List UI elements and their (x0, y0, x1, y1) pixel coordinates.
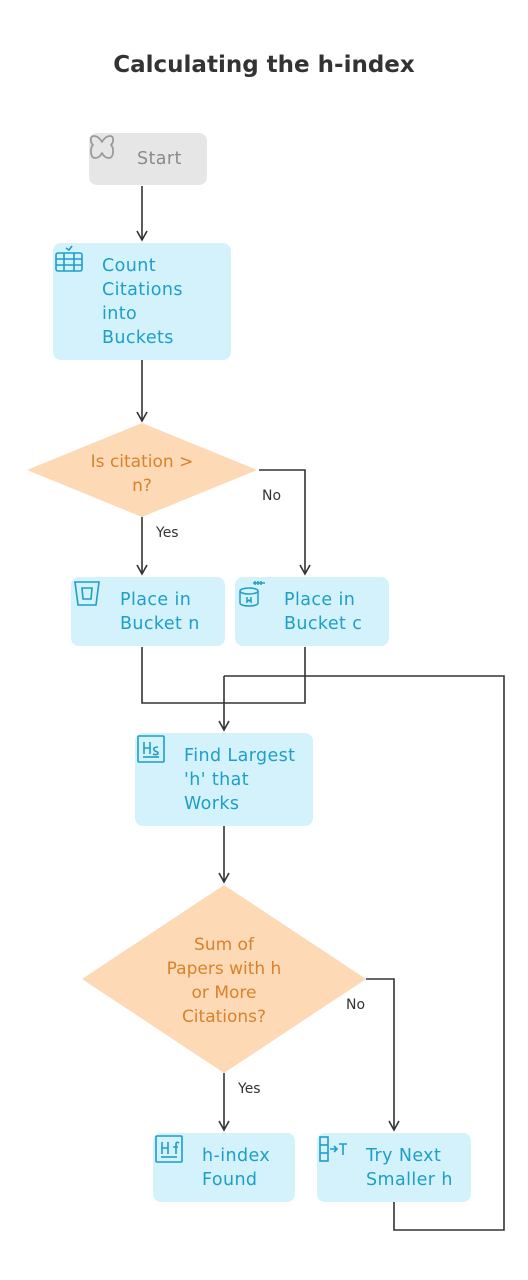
start-label: Start (137, 149, 182, 169)
try-next-node: Try Next Smaller h (317, 1133, 471, 1202)
decision-citation-label: Is citation > n? (90, 452, 194, 496)
bucket-n-node: Place in Bucket n (71, 577, 225, 646)
edge-label-no-2: No (346, 997, 366, 1013)
find-h-node: Find Largest 'h' that Works (135, 733, 313, 826)
decision-sum-shape (82, 885, 366, 1073)
edge-label-yes-1: Yes (156, 525, 179, 541)
edge-loop-back (224, 675, 505, 1231)
edge-label-yes-2: Yes (238, 1081, 261, 1097)
decision-citation-shape (27, 423, 257, 517)
bucket-n-label: Place in Bucket n (120, 589, 200, 634)
bucket-c-label: Place in Bucket c (284, 589, 363, 634)
decision-sum-label: Sum of Papers with h or More Citations? (166, 935, 282, 1027)
try-next-label: Try Next Smaller h (366, 1145, 453, 1190)
h-index-found-node: h-index Found (153, 1133, 295, 1202)
h-index-found-label: h-index Found (202, 1145, 271, 1190)
count-citations-label: Count Citations into Buckets (102, 255, 183, 348)
edge-no-to-bucket-c (259, 469, 311, 576)
start-node: Start (89, 133, 207, 185)
count-citations-node: Count Citations into Buckets (53, 243, 231, 360)
bucket-c-node: Place in Bucket c (235, 577, 389, 646)
edge-no-to-next (366, 978, 400, 1132)
diagram-title: Calculating the h-index (113, 52, 415, 78)
find-h-label: Find Largest 'h' that Works (184, 745, 296, 814)
edge-label-no-1: No (262, 488, 282, 504)
